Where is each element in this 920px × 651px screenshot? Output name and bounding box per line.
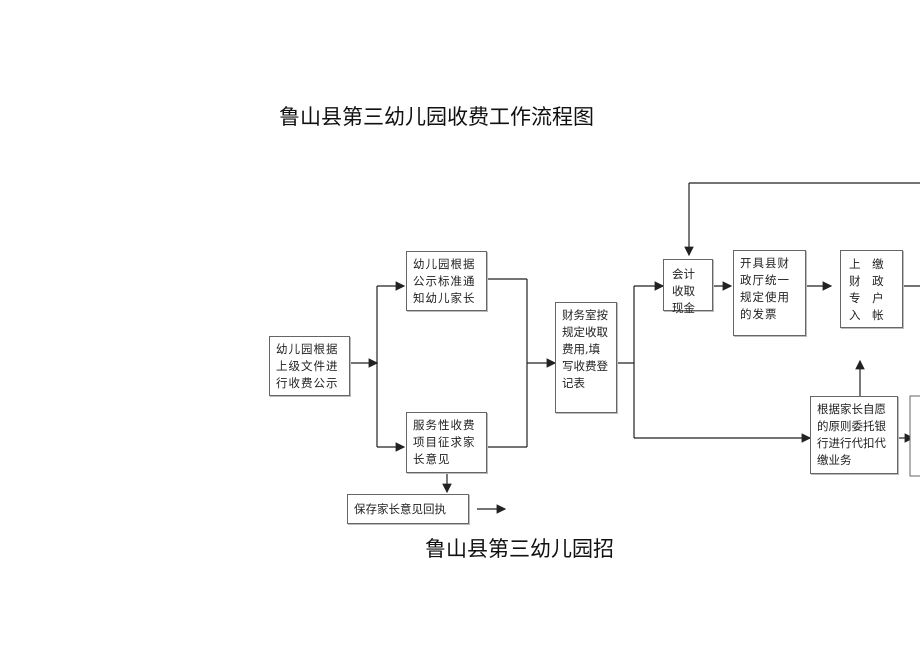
second-title: 鲁山县第三幼儿园招 <box>425 537 614 561</box>
box-announce: 幼儿园根据上级文件进行收费公示 <box>269 336 350 396</box>
box-invoice-text: 开具县财政厅统一规定使用的发票 <box>740 256 790 321</box>
box-accountant: 会计收取现金 <box>663 259 713 315</box>
box-notify-text: 幼儿园根据公示标准通知幼儿家长 <box>413 257 476 305</box>
box-finance: 财务室按规定收取费用,填写收费登记表 <box>555 302 617 413</box>
box-keep-receipt: 保存家长意见回执 <box>347 494 469 524</box>
box-deposit-text: 上 缴财 政专 户入 帐 <box>849 257 888 322</box>
box-deposit: 上 缴财 政专 户入 帐 <box>840 250 903 328</box>
box-keep-receipt-text: 保存家长意见回执 <box>354 502 446 516</box>
partial-box-right <box>909 395 920 477</box>
box-solicit-text: 服务性收费项目征求家长意见 <box>413 418 476 466</box>
box-notify: 幼儿园根据公示标准通知幼儿家长 <box>406 251 487 311</box>
box-accountant-text: 会计收取现金 <box>672 267 695 315</box>
box-bank-text: 根据家长自愿的原则委托银行进行代扣代缴业务 <box>817 402 886 467</box>
box-solicit: 服务性收费项目征求家长意见 <box>406 412 487 473</box>
page-title: 鲁山县第三幼儿园收费工作流程图 <box>279 105 594 129</box>
box-finance-text: 财务室按规定收取费用,填写收费登记表 <box>562 308 608 390</box>
box-bank: 根据家长自愿的原则委托银行进行代扣代缴业务 <box>810 396 898 474</box>
box-invoice: 开具县财政厅统一规定使用的发票 <box>733 250 806 336</box>
box-announce-text: 幼儿园根据上级文件进行收费公示 <box>276 342 339 390</box>
